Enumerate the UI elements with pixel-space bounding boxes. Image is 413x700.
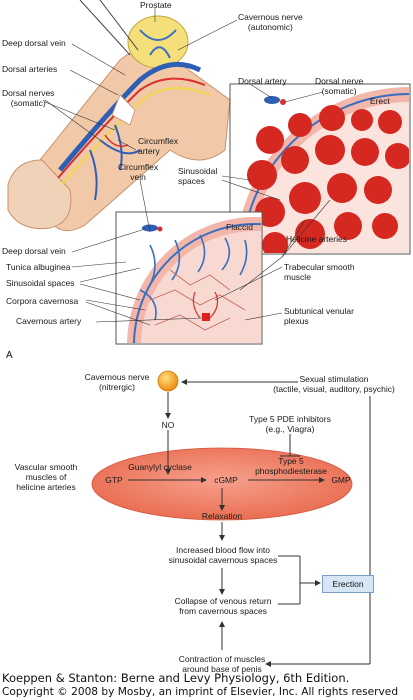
deep-dorsal-vein-path [58,61,202,172]
label-dorsal-artery: Dorsal artery [238,76,287,86]
label-helicine-arteries: Helicine arteries [286,234,347,244]
flow-contraction: Contraction of muscles around base of pe… [178,654,266,674]
panel-label: A [6,350,13,361]
anatomy-illustration [7,0,411,345]
label-circumflex-vein: Circumflex vein [118,162,159,182]
flow-relaxation: Relaxation [201,511,243,521]
flow-collapse-venous-return: Collapse of venous return from cavernous… [174,596,272,616]
label-corpora-cavernosa: Corpora cavernosa [6,296,79,306]
label-sinusoidal-spaces-erect: Sinusoidal spaces [178,166,218,186]
label-subtunical-venular-plexus: Subtunical venular plexus [284,306,354,326]
flow-cavernous-nerve: Cavernous nerve (nitrergic) [84,372,150,392]
glans [7,159,72,230]
label-dorsal-nerves-somatic: Dorsal nerves (somatic) [2,88,55,108]
label-tunica-albuginea: Tunica albuginea [6,262,71,272]
label-dorsal-nerve-somatic: Dorsal nerve (somatic) [315,76,364,96]
flow-type5-pde: Type 5 phosphodiesterase [255,456,327,476]
label-prostate: Prostate [140,0,172,10]
flow-gmp: GMP [331,475,351,485]
label-flaccid: Flaccid [226,222,253,232]
flow-cgmp: cGMP [214,475,238,485]
label-deep-dorsal-vein-top: Deep dorsal vein [2,38,66,48]
label-erect: Erect [370,96,390,106]
nerve-node [157,370,179,392]
label-sinusoidal-spaces-flaccid: Sinusoidal spaces [6,278,75,288]
smooth-muscle-ellipse [91,447,353,521]
label-dorsal-arteries: Dorsal arteries [2,64,58,74]
flow-sexual-stimulation: Sexual stimulation (tactile, visual, aud… [273,374,395,394]
flaccid-cross-section [115,211,263,345]
dorsal-artery-path [57,77,206,179]
footer-copyright: Copyright © 2008 by Mosby, an imprint of… [2,686,399,698]
flow-gtp: GTP [105,475,123,485]
label-deep-dorsal-vein-bottom: Deep dorsal vein [2,246,66,256]
label-cavernous-artery: Cavernous artery [16,316,82,326]
label-cavernous-nerve-autonomic: Cavernous nerve (autonomic) [238,12,303,32]
label-circumflex-artery: Circumflex artery [138,136,179,156]
flow-increased-blood-flow: Increased blood flow into sinusoidal cav… [168,545,278,565]
flow-vascular-smooth-muscles: Vascular smooth muscles of helicine arte… [14,462,78,492]
erection-box: Erection [322,575,374,593]
flow-pde-inhibitors: Type 5 PDE inhibitors (e.g., Viagra) [249,414,331,434]
label-trabecular-smooth-muscle: Trabecular smooth muscle [284,262,355,282]
flow-no: NO [161,420,175,430]
footer-citation: Koeppen & Stanton: Berne and Levy Physio… [2,671,350,685]
flow-guanylyl-cyclase: Guanylyl cyclase [128,462,192,472]
dorsal-nerve-path [61,87,211,185]
